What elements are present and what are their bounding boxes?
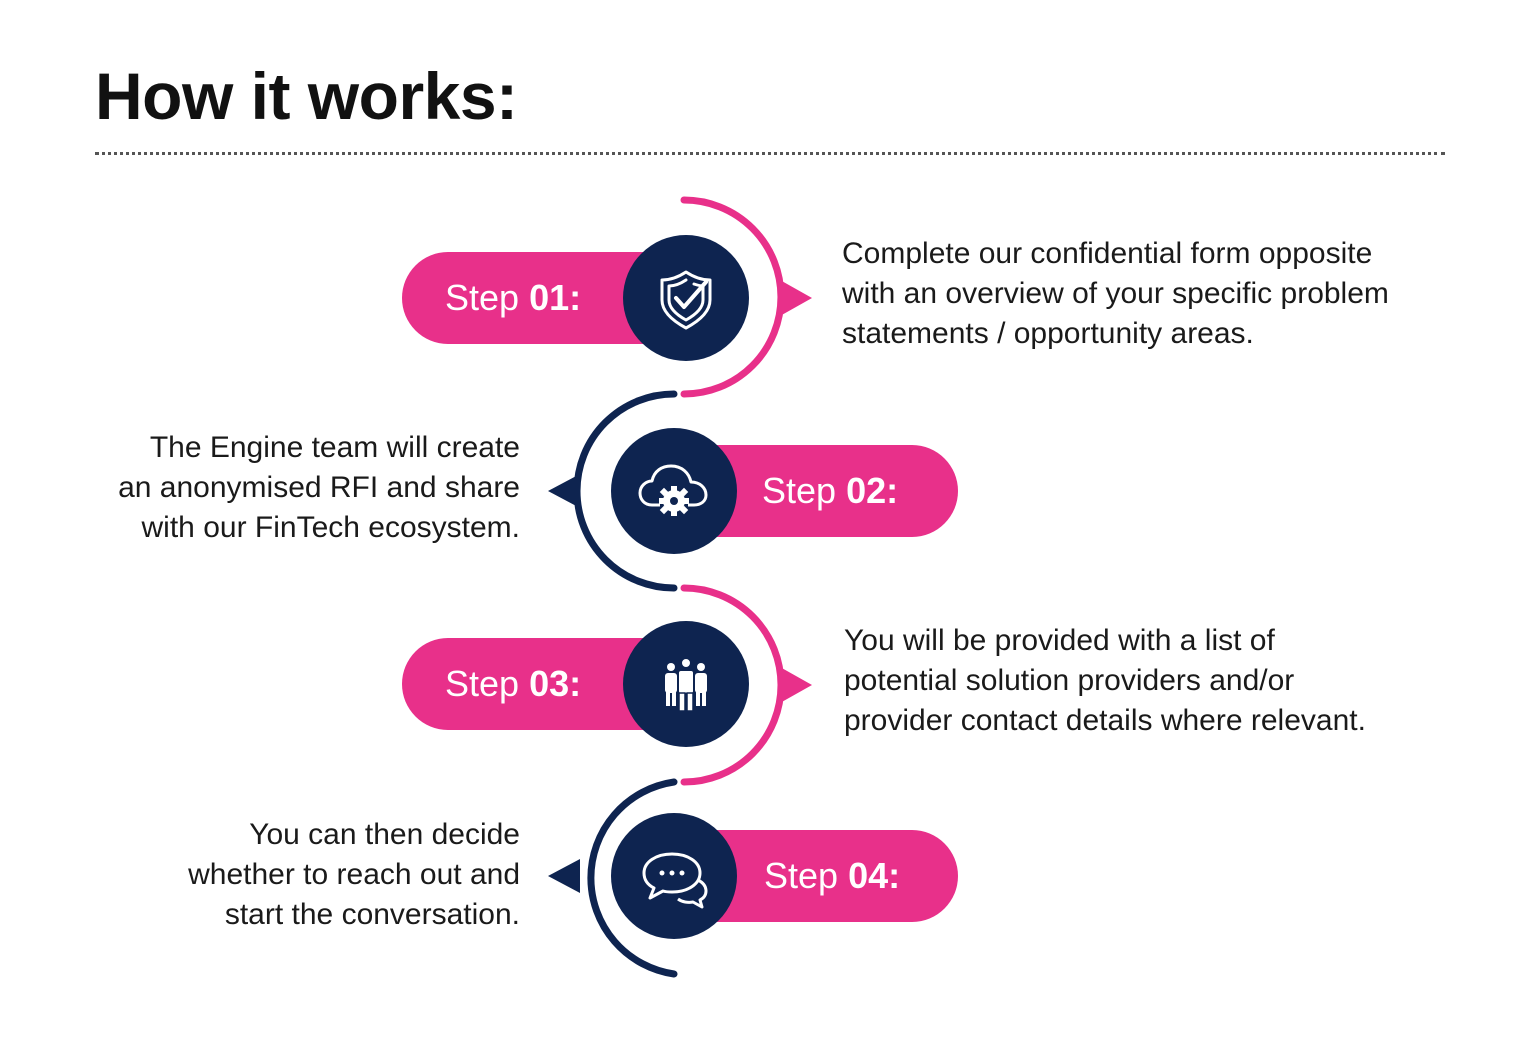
- step-04-description: You can then decide whether to reach out…: [188, 818, 520, 931]
- step-01-pill: [402, 252, 702, 344]
- pointer-step-02: [548, 474, 580, 508]
- step-04-circle: [611, 813, 737, 939]
- step-02: Step 02:: [611, 428, 958, 554]
- step-02-label: Step 02:: [762, 470, 898, 511]
- step-01: Step 01:: [402, 235, 749, 361]
- dotted-divider: [95, 152, 1445, 155]
- step-03-label: Step 03:: [445, 663, 581, 704]
- step-04-pill: [660, 830, 958, 922]
- step-03-pill: [402, 638, 702, 730]
- shield-check-icon: [660, 270, 712, 330]
- step-01-label: Step 01:: [445, 277, 581, 318]
- arc-step-04: [587, 778, 678, 978]
- step-04-label: Step 04:: [764, 855, 900, 896]
- step-01-circle: [623, 235, 749, 361]
- pointer-step-03: [780, 667, 812, 703]
- pointer-step-04: [548, 859, 580, 893]
- page-title: How it works:: [95, 59, 518, 133]
- step-03: Step 03:: [402, 621, 749, 747]
- step-04: Step 04:: [611, 813, 958, 939]
- step-01-description: Complete our confidential form opposite …: [842, 237, 1389, 350]
- chat-bubbles-icon: [642, 852, 708, 909]
- step-02-pill: [660, 445, 958, 537]
- team-people-icon: [665, 657, 707, 712]
- step-02-description: The Engine team will create an anonymise…: [118, 431, 520, 544]
- step-03-description: You will be provided with a list of pote…: [844, 624, 1366, 737]
- pointer-step-01: [780, 280, 812, 316]
